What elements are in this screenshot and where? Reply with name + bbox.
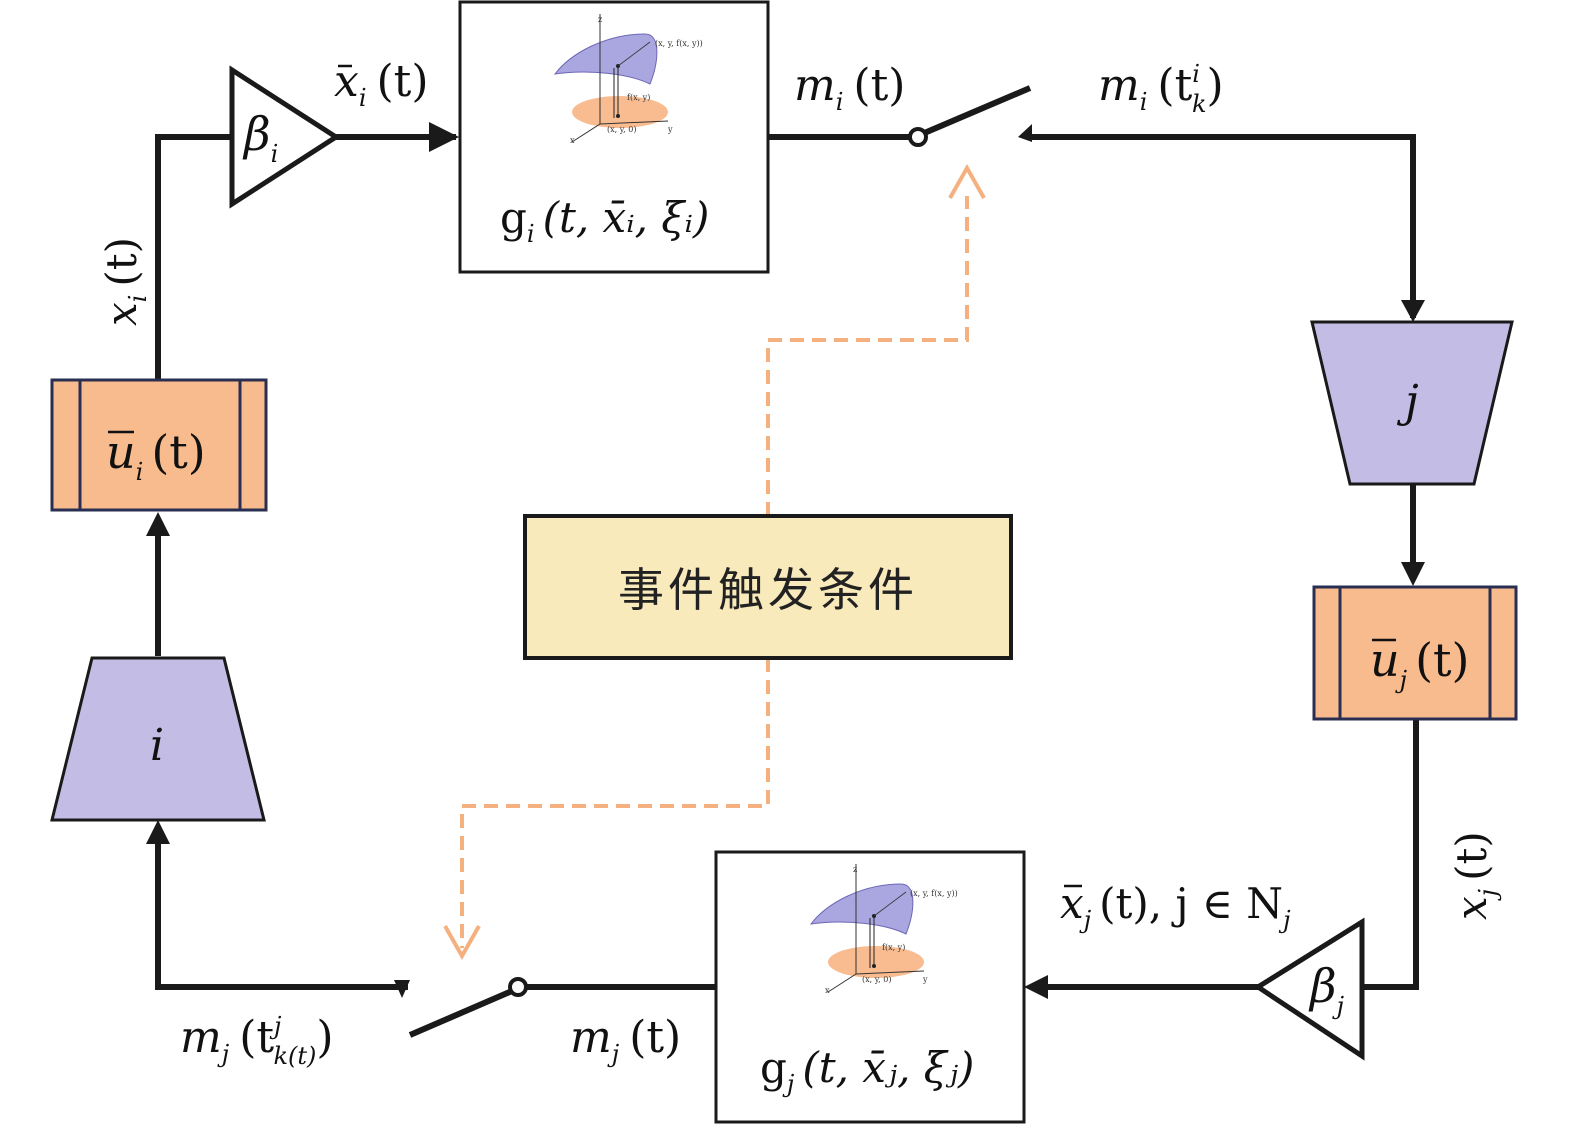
agent-block-j: j <box>1310 320 1514 486</box>
switch-j-blade <box>408 988 514 1038</box>
switch-i-contact <box>1018 124 1032 142</box>
beta-i-sub: i <box>271 140 279 168</box>
event-arrow-up <box>948 163 986 199</box>
arrowhead-gj-in <box>1024 975 1048 999</box>
xi-t-sub: i <box>124 295 152 303</box>
gj-point-label: (x, y, f(x, y)) <box>910 889 958 898</box>
mj-tk-symbol: m <box>180 1012 222 1063</box>
event-arrow-down <box>443 925 481 961</box>
wire-switch-to-j <box>1030 134 1416 318</box>
svg-text:mj(tjk(t)): mj(tjk(t)) <box>180 1012 334 1070</box>
event-trigger-box: 事件触发条件 <box>523 514 1013 660</box>
wires <box>146 85 1425 1038</box>
xbar-i-symbol: x <box>334 56 359 107</box>
svg-text:βi: βi <box>242 107 278 168</box>
gj-name: g <box>760 1043 787 1092</box>
ui-sub: i <box>136 458 144 486</box>
mj-tk-arg: (t <box>239 1012 274 1063</box>
mi-tk-symbol: m <box>1098 60 1140 111</box>
svg-text:xj(t), j ∈ Nj: xj(t), j ∈ Nj <box>1060 879 1291 934</box>
xbar-j-rest: (t), j ∈ N <box>1099 879 1283 928</box>
mi-tk-sup: i <box>1192 60 1200 88</box>
xj-t-arg: (t) <box>1447 831 1496 881</box>
gj-args: (t, x̄ⱼ, ξⱼ) <box>802 1043 974 1092</box>
mi-t-sub: i <box>836 88 844 116</box>
controller-block-uj: uj(t) <box>1312 585 1518 721</box>
gj-base-label: (x, y, 0) <box>862 975 891 984</box>
svg-text:βj: βj <box>1308 959 1345 1020</box>
beta-i-symbol: β <box>242 107 271 161</box>
switch-j-pivot <box>508 977 528 997</box>
gi-axis-y: y <box>667 125 673 134</box>
svg-text:gj(t, x̄ⱼ, ξⱼ): gj(t, x̄ⱼ, ξⱼ) <box>760 1043 974 1098</box>
switch-i-pivot <box>908 127 928 147</box>
xbar-i-arg: (t) <box>377 56 429 107</box>
svg-text:mj(t): mj(t) <box>570 1012 681 1068</box>
agent-i-label: i <box>150 720 164 771</box>
arrowhead-uj-in <box>1401 562 1425 586</box>
svg-text:xi(t): xi (t) <box>334 56 429 112</box>
gi-axis-x: x <box>570 136 575 145</box>
mi-t-symbol: m <box>794 60 836 111</box>
ui-arg: (t) <box>151 425 205 479</box>
svg-text:gi(t, x̄ᵢ, ξᵢ): gi (t, x̄ᵢ, ξᵢ) <box>500 193 709 248</box>
xi-t-arg: (t) <box>97 237 146 287</box>
gain-beta-j: βj <box>1253 917 1365 1061</box>
mi-tk-arg: (t <box>1157 60 1192 111</box>
gi-point-label: (x, y, f(x, y)) <box>655 39 703 48</box>
agent-block-i: i <box>50 656 266 822</box>
wire-ui-to-beta-i <box>155 134 232 380</box>
arrowhead-ui-in <box>146 512 170 536</box>
mi-t-arg: (t) <box>853 60 905 111</box>
xi-t-symbol: x <box>97 302 146 326</box>
svg-text:uj(t): uj(t) <box>1370 633 1469 694</box>
event-trigger-label: 事件触发条件 <box>618 563 918 617</box>
gi-name: g <box>500 193 527 242</box>
mj-tk-close: ) <box>316 1012 333 1063</box>
switch-i-blade <box>920 85 1032 137</box>
svg-text:mi(tik): mi(tik) <box>1098 60 1224 118</box>
mi-tk-close: ) <box>1207 60 1224 111</box>
wire-switch-to-i <box>155 840 408 990</box>
gain-beta-i: βi <box>229 65 341 209</box>
gj-axis-x: x <box>825 986 830 995</box>
event-path-to-switch-i <box>766 196 969 516</box>
event-trigger-paths <box>443 163 986 961</box>
switch-j-contact <box>394 980 410 998</box>
uj-arg: (t) <box>1415 633 1469 687</box>
mi-tk-sub: i <box>1140 88 1148 116</box>
mj-t-arg: (t) <box>629 1012 681 1063</box>
gj-axis-y: y <box>922 975 928 984</box>
uj-symbol: u <box>1370 633 1400 687</box>
arrowhead-j-in <box>1401 300 1425 322</box>
event-path-to-switch-j <box>460 658 770 948</box>
xbar-i-sub: i <box>359 84 367 112</box>
mj-t-symbol: m <box>570 1012 612 1063</box>
ui-symbol: u <box>106 425 136 479</box>
function-block-gj: (x, y, f(x, y)) f(x, y) (x, y, 0) y x z … <box>714 850 1026 1124</box>
gi-height-label: f(x, y) <box>627 93 650 102</box>
function-block-gi: (x, y, f(x, y)) f(x, y) (x, y, 0) y x z … <box>458 0 770 274</box>
gj-height-label: f(x, y) <box>882 943 905 952</box>
svg-text:xi(t): xi (t) <box>97 237 152 326</box>
gi-base-label: (x, y, 0) <box>607 125 636 134</box>
gi-sub: i <box>527 220 535 248</box>
svg-text:ui(t): ui(t) <box>106 425 206 486</box>
gj-axis-z: z <box>853 865 857 874</box>
gi-axis-z: z <box>598 15 602 24</box>
gi-args: (t, x̄ᵢ, ξᵢ) <box>543 193 710 242</box>
beta-j-symbol: β <box>1308 959 1337 1013</box>
mj-tk-subk: k(t) <box>274 1042 317 1070</box>
arrowhead-i-in <box>146 820 170 844</box>
xj-t-symbol: x <box>1447 896 1496 920</box>
wire-uj-to-beta-j <box>1362 720 1419 990</box>
xbar-j-symbol: x <box>1060 879 1084 928</box>
svg-text:xj(t): xj(t) <box>1447 831 1502 920</box>
mi-tk-subk: k <box>1192 90 1207 118</box>
svg-text:mi(t): mi (t) <box>794 60 905 116</box>
controller-block-ui: ui(t) <box>50 378 268 512</box>
